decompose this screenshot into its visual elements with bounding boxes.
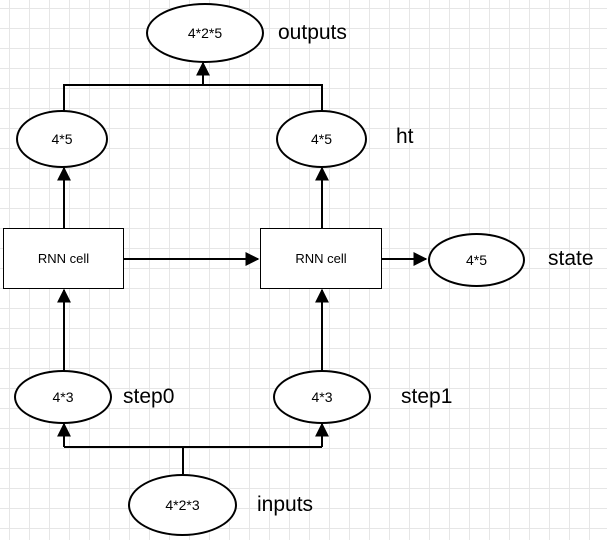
step0-node-text: 4*3 — [52, 389, 74, 405]
step1-label: step1 — [401, 385, 453, 408]
edge-ht-merge — [63, 84, 323, 112]
step1-node: 4*3 — [273, 370, 371, 424]
rnn-cell-1-text: RNN cell — [295, 251, 347, 266]
state-node-text: 4*5 — [465, 252, 488, 268]
step0-label: step0 — [123, 385, 175, 408]
outputs-node-text: 4*2*5 — [187, 25, 223, 41]
outputs-node: 4*2*5 — [146, 3, 264, 63]
ht1-node-text: 4*5 — [310, 131, 333, 147]
ht-label: ht — [396, 125, 414, 148]
ht1-node: 4*5 — [276, 110, 367, 168]
inputs-node-text: 4*2*3 — [165, 497, 200, 513]
rnn-cell-0-text: RNN cell — [37, 251, 90, 266]
step0-node: 4*3 — [14, 370, 112, 424]
step1-node-text: 4*3 — [311, 389, 333, 405]
edge-inputs-split — [64, 446, 322, 474]
outputs-label: outputs — [278, 21, 347, 44]
state-label: state — [548, 247, 594, 270]
inputs-label: inputs — [257, 493, 314, 516]
ht0-node-text: 4*5 — [51, 131, 73, 147]
rnn-cell-1: RNN cell — [260, 228, 382, 289]
rnn-cell-0: RNN cell — [3, 228, 124, 289]
ht0-node: 4*5 — [16, 110, 108, 168]
inputs-node: 4*2*3 — [128, 474, 237, 536]
state-node: 4*5 — [428, 233, 525, 287]
